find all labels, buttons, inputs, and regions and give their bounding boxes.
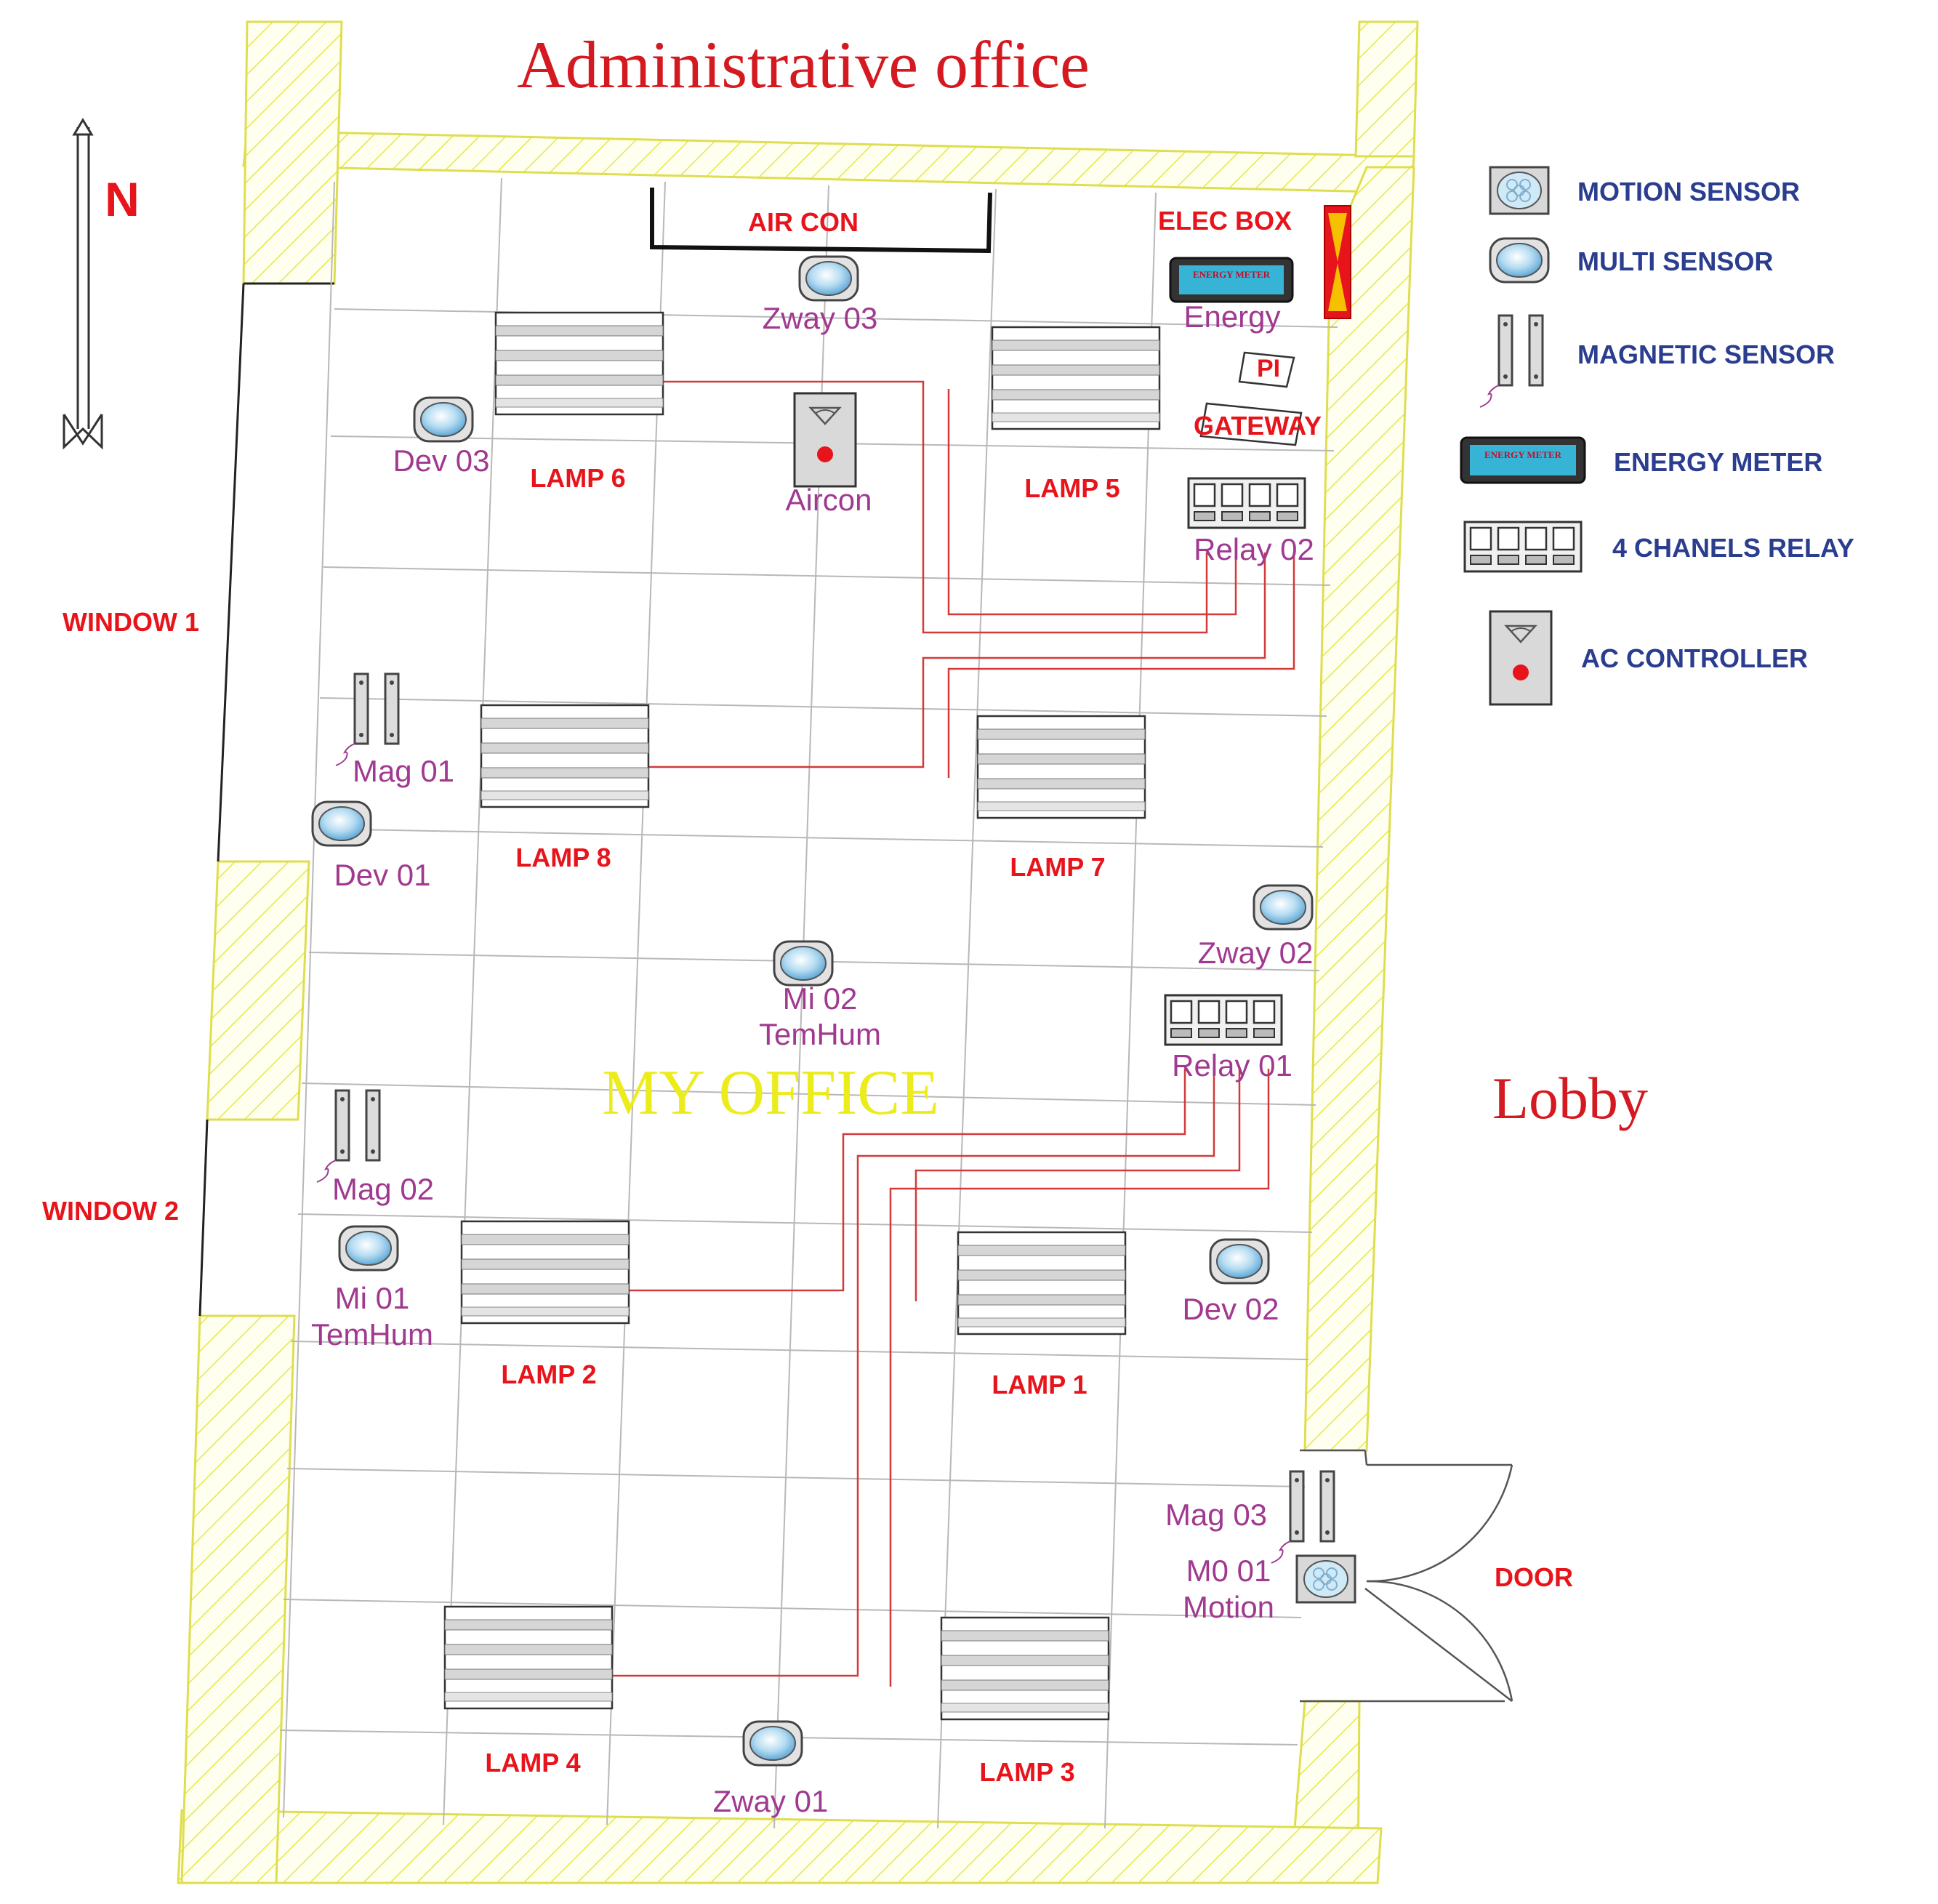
mi-02-label: Mi 02: [783, 981, 858, 1016]
gateway-label: GATEWAY: [1194, 411, 1322, 441]
energy-meter-chip-text: ENERGY METER: [1193, 269, 1271, 280]
energy-meter-icon: ENERGY METER: [1460, 436, 1586, 484]
ac-controller-icon: [1489, 610, 1553, 706]
zway-02-sensor: Zway 02: [1198, 884, 1314, 970]
window-2-label: WINDOW 2: [42, 1196, 179, 1226]
dev-02-label: Dev 02: [1182, 1292, 1279, 1326]
dev-03-label: Dev 03: [393, 443, 489, 478]
svg-text:4 CHANELS RELAY: 4 CHANELS RELAY: [1612, 533, 1854, 563]
elec-box: ELEC BOX: [1158, 205, 1351, 319]
gateway-device: GATEWAY: [1194, 402, 1322, 446]
relay-02-label: Relay 02: [1194, 532, 1314, 566]
svg-text:MAGNETIC SENSOR: MAGNETIC SENSOR: [1577, 340, 1835, 369]
zway-03-sensor: Zway 03: [763, 255, 878, 335]
legend-item-multi-sensor: MULTI SENSOR: [1489, 237, 1773, 284]
lamp-1-label: LAMP 1: [992, 1370, 1087, 1399]
lamp-5-label: LAMP 5: [1024, 473, 1119, 503]
legend: MOTION SENSOR MULTI SENSOR MAGNETIC SENS…: [1460, 166, 1854, 706]
mi-01-temhum-label: TemHum: [311, 1317, 433, 1351]
energy-meter-device: ENERGY METER: [1169, 257, 1294, 303]
legend-item-magnetic-sensor: MAGNETIC SENSOR: [1479, 314, 1835, 409]
mag-02-sensor: Mag 02: [315, 1089, 434, 1206]
walls: [177, 20, 1419, 1884]
aircon-controller: Aircon: [785, 392, 872, 517]
aircon-label: Aircon: [785, 483, 872, 517]
mi-02-sensor: Mi 02 TemHum: [759, 940, 881, 1051]
legend-item-ac-controller: AC CONTROLLER: [1489, 610, 1808, 706]
relay-02: Relay 02: [1187, 477, 1314, 566]
svg-text:ENERGY METER: ENERGY METER: [1484, 449, 1562, 460]
dev-02-sensor: Dev 02: [1182, 1238, 1279, 1326]
zway-02-label: Zway 02: [1198, 936, 1314, 970]
zway-03-label: Zway 03: [763, 301, 878, 335]
lamp-1: LAMP 1: [957, 1231, 1127, 1399]
admin-office-title: Administrative office: [517, 28, 1090, 102]
svg-text:ENERGY METER: ENERGY METER: [1614, 447, 1822, 477]
mag-02-label: Mag 02: [332, 1172, 434, 1206]
svg-text:MULTI SENSOR: MULTI SENSOR: [1577, 246, 1773, 276]
air-con-label: AIR CON: [748, 207, 859, 237]
lamp-2-label: LAMP 2: [501, 1359, 596, 1389]
mi-01-sensor: Mi 01 TemHum: [311, 1225, 433, 1351]
svg-text:AC CONTROLLER: AC CONTROLLER: [1581, 643, 1808, 673]
air-con-unit: AIR CON: [650, 188, 992, 254]
lamp-3: LAMP 3: [940, 1616, 1110, 1787]
pi-label: PI: [1257, 355, 1280, 382]
mo-01-motion-sensor: M0 01 Motion: [1183, 1554, 1356, 1624]
lamp-3-label: LAMP 3: [979, 1757, 1074, 1787]
raspberry-pi: PI: [1238, 351, 1295, 388]
legend-item-relay: 4 CHANELS RELAY: [1463, 521, 1854, 573]
dev-03-sensor: Dev 03: [393, 396, 490, 478]
zway-01-sensor: Zway 01: [713, 1720, 829, 1818]
magnetic-sensor-icon: [1479, 314, 1544, 409]
lamp-8-label: LAMP 8: [515, 843, 611, 872]
elec-box-label: ELEC BOX: [1158, 206, 1292, 236]
legend-item-energy-meter: ENERGY METER ENERGY METER: [1460, 436, 1822, 484]
north-arrow-icon: [63, 118, 103, 450]
svg-text:MOTION SENSOR: MOTION SENSOR: [1577, 177, 1800, 206]
mag-01-sensor: Mag 01: [334, 672, 454, 788]
north-label: N: [105, 172, 140, 226]
energy-label: Energy: [1183, 300, 1280, 334]
lamp-2: LAMP 2: [460, 1220, 630, 1389]
door-label: DOOR: [1495, 1562, 1573, 1592]
lamp-7-label: LAMP 7: [1010, 852, 1105, 882]
mag-01-label: Mag 01: [353, 754, 454, 788]
lamp-7: LAMP 7: [976, 715, 1146, 882]
relay-01: Relay 01: [1164, 994, 1292, 1082]
my-office-label: MY OFFICE: [602, 1058, 939, 1128]
relay01-wiring: [611, 1069, 1270, 1687]
lamp-8: LAMP 8: [480, 704, 650, 872]
multi-sensor-icon: [1489, 237, 1550, 284]
lamp-4: LAMP 4: [443, 1605, 614, 1778]
mi-02-temhum-label: TemHum: [759, 1017, 881, 1051]
mag-03-label: Mag 03: [1165, 1498, 1267, 1532]
mag-03-sensor: Mag 03: [1165, 1470, 1335, 1564]
window-1-label: WINDOW 1: [63, 607, 199, 637]
lamp-5: LAMP 5: [991, 326, 1161, 503]
motion-sensor-icon: [1489, 166, 1550, 215]
mo-01-motion-label: Motion: [1183, 1590, 1274, 1624]
relay-01-label: Relay 01: [1172, 1048, 1292, 1082]
mo-01-label: M0 01: [1186, 1554, 1271, 1588]
mi-01-label: Mi 01: [335, 1281, 410, 1315]
dev-01-sensor: Dev 01: [311, 800, 431, 892]
dev-01-label: Dev 01: [334, 858, 430, 892]
lamp-6-label: LAMP 6: [530, 463, 625, 493]
lamp-4-label: LAMP 4: [485, 1748, 580, 1778]
room-outline: [198, 282, 334, 1317]
lamp-6: LAMP 6: [494, 311, 664, 493]
legend-item-motion-sensor: MOTION SENSOR: [1489, 166, 1800, 215]
relay-icon: [1463, 521, 1583, 573]
zway-01-label: Zway 01: [713, 1784, 829, 1818]
relay02-wiring: [647, 380, 1295, 778]
door: [1300, 1449, 1513, 1703]
lobby-label: Lobby: [1492, 1065, 1648, 1131]
